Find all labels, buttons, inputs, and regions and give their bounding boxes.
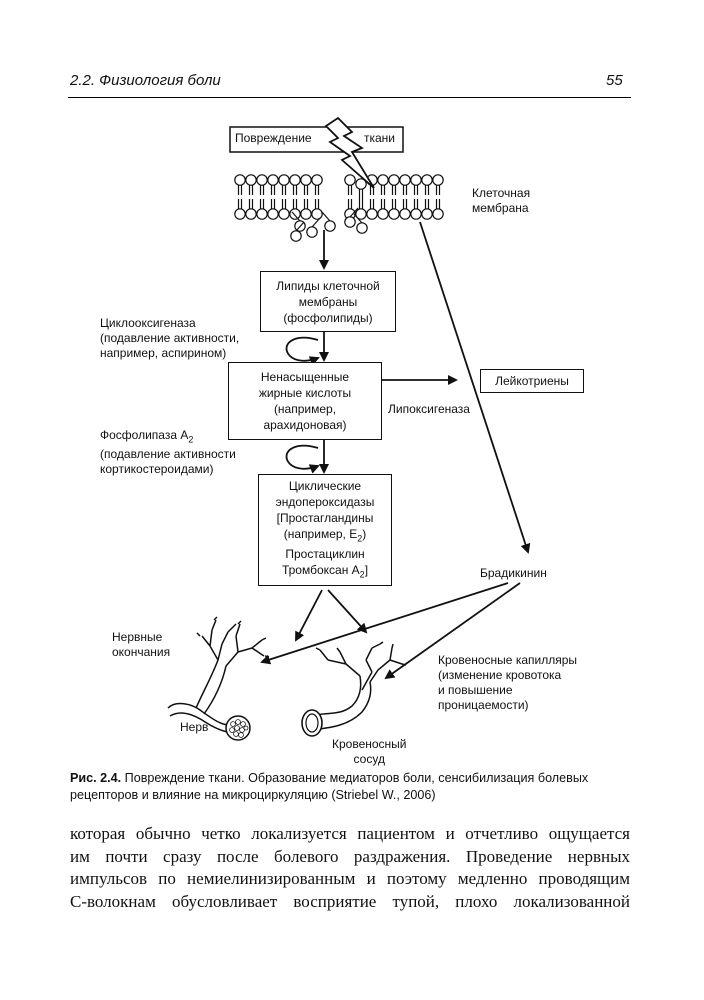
nerve-label: Нерв xyxy=(180,720,209,734)
arrow-bradykinin-to-nerve xyxy=(260,582,509,665)
phospholipid-head xyxy=(356,222,368,234)
phospholipid-head xyxy=(388,174,400,186)
phospholipid-head xyxy=(256,174,268,186)
nerve-endings-label: Нервные окончания xyxy=(112,630,171,659)
phospholipid-head xyxy=(234,208,246,220)
arrow-cyclic-to-nerve xyxy=(295,589,323,642)
phospholipid-head xyxy=(344,174,356,186)
running-header-section: 2.2. Физиология боли xyxy=(70,72,221,89)
lightning-bolt-icon xyxy=(324,116,375,189)
blood-vessel-drawing xyxy=(309,641,407,731)
page-number: 55 xyxy=(606,72,623,89)
body-line: которая обычно четко локализуется пациен… xyxy=(70,824,630,843)
phospholipid-head xyxy=(311,174,323,186)
phospholipase-inhibition-arrow xyxy=(285,444,320,474)
vessel-lumen-inner xyxy=(305,713,319,733)
header-rule xyxy=(68,97,631,98)
phospholipid-tail xyxy=(349,207,359,218)
arrow-bradykinin-to-vessel xyxy=(384,582,521,680)
phospholipid-head xyxy=(355,208,367,220)
nerve-fibers-icon xyxy=(229,719,249,738)
arrow-cyclic-to-vessel xyxy=(327,589,368,634)
cell-membrane-drawing xyxy=(234,174,444,242)
phospholipid-head xyxy=(245,208,257,220)
phospholipid-head xyxy=(267,208,279,220)
phospholipid-head xyxy=(377,174,389,186)
phospholipid-head xyxy=(245,174,257,186)
phospholipid-head xyxy=(324,220,336,232)
phospholipid-head xyxy=(300,174,312,186)
membrane-label: Клеточная мембрана xyxy=(472,186,531,215)
caption-label: Рис. 2.4. xyxy=(70,771,122,785)
phospholipid-head xyxy=(256,208,268,220)
damage-label-left: Повреждение xyxy=(235,131,312,145)
cyclooxygenase-label: Циклооксигеназа (подавление активности, … xyxy=(100,316,240,360)
phospholipid-head xyxy=(289,208,301,220)
body-line: С-волокнам обусловливает восприятие тупо… xyxy=(70,891,630,911)
fatty-acids-box: Ненасыщенные жирные кислоты (например, а… xyxy=(228,362,382,440)
phospholipase-label: Фосфолипаза A2 (подавление активности ко… xyxy=(100,428,236,477)
phospholipid-head xyxy=(388,208,400,220)
phospholipid-head xyxy=(410,174,422,186)
body-line: импульсов по немиелинизированным и поэто… xyxy=(70,869,630,888)
phospholipid-tail xyxy=(353,213,363,224)
figure-caption: Рис. 2.4. Повреждение ткани. Образование… xyxy=(70,770,640,804)
phospholipid-head xyxy=(289,174,301,186)
figure-diagram xyxy=(167,116,531,741)
phospholipid-head xyxy=(421,208,433,220)
phospholipid-head xyxy=(278,208,290,220)
phospholipid-head xyxy=(278,174,290,186)
cyclooxygenase-inhibition-arrow xyxy=(285,336,320,366)
caption-text: Повреждение ткани. Образование медиаторо… xyxy=(70,771,589,802)
phospholipid-head xyxy=(366,208,378,220)
nerve-ending-drawing xyxy=(167,616,270,734)
vessel-label: Кровеносный сосуд xyxy=(332,737,407,766)
damage-label-right: ткани xyxy=(364,131,396,145)
body-paragraph: которая обычно четко локализуется пациен… xyxy=(70,823,630,913)
cyclic-endoperoxides-box: Циклические эндопероксидазы [Простагланд… xyxy=(258,474,392,586)
lipoxygenase-label: Липоксигеназа xyxy=(388,402,470,416)
phospholipid-head xyxy=(410,208,422,220)
phospholipid-head xyxy=(234,174,246,186)
phospholipid-head xyxy=(344,216,356,228)
body-line: им почти сразу после болевого раздражени… xyxy=(70,846,630,866)
capillaries-label: Кровеносные капилляры (изменение кровото… xyxy=(438,653,578,712)
phospholipid-head xyxy=(421,174,433,186)
phospholipid-tail xyxy=(311,217,321,228)
phospholipid-head xyxy=(267,174,279,186)
phospholipid-head xyxy=(432,174,444,186)
phospholipid-head xyxy=(300,208,312,220)
phospholipid-head xyxy=(355,178,367,190)
leukotrienes-box: Лейкотриены xyxy=(480,369,584,393)
phospholipid-head xyxy=(432,208,444,220)
phospholipid-head xyxy=(399,208,411,220)
phospholipid-head xyxy=(377,208,389,220)
phospholipid-head xyxy=(290,230,302,242)
phospholipid-head xyxy=(306,226,318,238)
phospholipid-tail xyxy=(291,211,301,222)
phospholipid-tail xyxy=(295,221,305,232)
arrow-to-bradykinin xyxy=(419,221,531,554)
damage-box xyxy=(229,126,404,153)
lipids-box: Липиды клеточной мембраны (фосфолипиды) xyxy=(260,271,396,332)
phospholipid-head xyxy=(399,174,411,186)
bradykinin-label: Брадикинин xyxy=(480,566,547,580)
phospholipid-tail xyxy=(321,211,331,222)
phospholipid-head xyxy=(311,208,323,220)
